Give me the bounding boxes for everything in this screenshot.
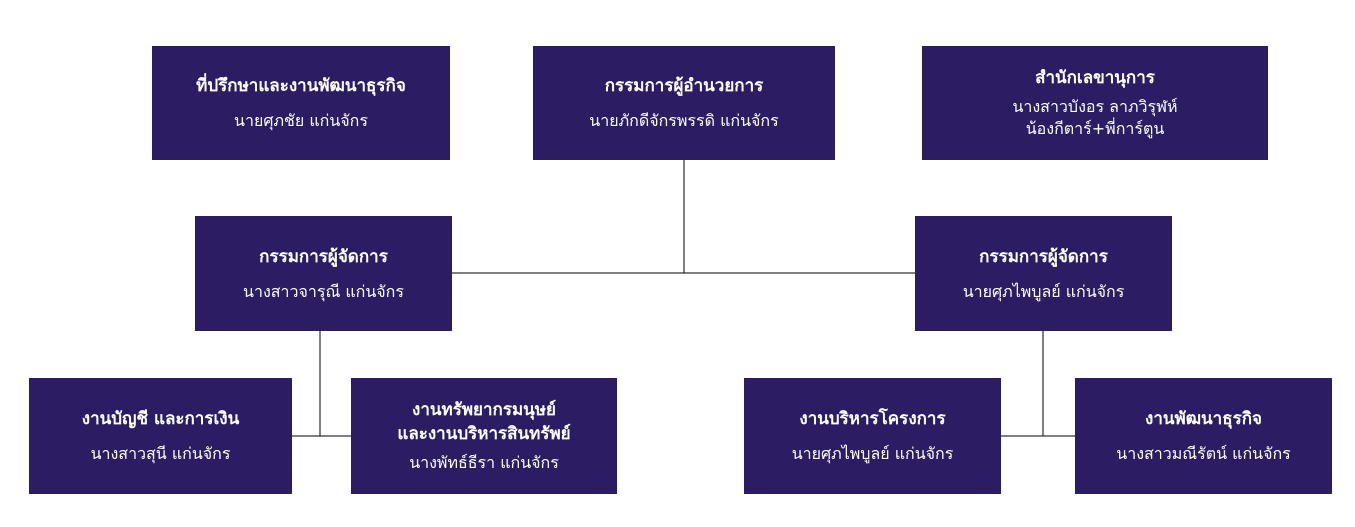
bizdev-name: นางสาวมณีรัตน์ แก่นจักร	[1116, 444, 1291, 463]
advisor-box: ที่ปรึกษาและงานพัฒนาธุรกิจ นายศุภชัย แก่…	[152, 46, 450, 160]
director-title: กรรมการผู้อำนวยการ	[604, 76, 764, 96]
hr-title-line-2: และงานบริหารสินทรัพย์	[397, 424, 571, 444]
secretary-box: สำนักเลขานุการ นางสาวบังอร ลาภวิรุฬห์ น้…	[922, 46, 1268, 160]
bizdev-box: งานพัฒนาธุรกิจ นางสาวมณีรัตน์ แก่นจักร	[1075, 378, 1332, 494]
secretary-name-2: น้องกีตาร์+พี่การ์ตูน	[1025, 119, 1165, 138]
hr-name: นางพัทธ์ธีรา แก่นจักร	[409, 453, 559, 472]
hr-box: งานทรัพยากรมนุษย์ และงานบริหารสินทรัพย์ …	[351, 378, 617, 494]
md-right-name: นายศุภไพบูลย์ แก่นจักร	[962, 281, 1125, 301]
md-left-name: นางสาวจารุณี แก่นจักร	[243, 281, 404, 301]
md-right-box: กรรมการผู้จัดการ นายศุภไพบูลย์ แก่นจักร	[915, 216, 1172, 331]
secretary-name: นางสาวบังอร ลาภวิรุฬห์	[1012, 97, 1178, 116]
projects-title: งานบริหารโครงการ	[799, 409, 946, 429]
projects-box: งานบริหารโครงการ นายศุภไพบูลย์ แก่นจักร	[744, 378, 1001, 494]
secretary-title: สำนักเลขานุการ	[1035, 68, 1155, 88]
md-right-title: กรรมการผู้จัดการ	[979, 246, 1108, 267]
accounting-title: งานบัญชี และการเงิน	[81, 409, 240, 429]
bizdev-title: งานพัฒนาธุรกิจ	[1145, 409, 1262, 429]
md-left-title: กรรมการผู้จัดการ	[259, 246, 388, 267]
director-name: นายภักดีจักรพรรดิ แก่นจักร	[589, 111, 779, 130]
accounting-name: นางสาวสุนี แก่นจักร	[90, 444, 231, 463]
advisor-name: นายศุภชัย แก่นจักร	[234, 111, 368, 130]
md-left-box: กรรมการผู้จัดการ นางสาวจารุณี แก่นจักร	[195, 216, 452, 331]
projects-name: นายศุภไพบูลย์ แก่นจักร	[791, 444, 954, 463]
hr-title-line-1: งานทรัพยากรมนุษย์	[412, 400, 556, 420]
advisor-title: ที่ปรึกษาและงานพัฒนาธุรกิจ	[196, 76, 406, 96]
accounting-box: งานบัญชี และการเงิน นางสาวสุนี แก่นจักร	[29, 378, 292, 494]
director-box: กรรมการผู้อำนวยการ นายภักดีจักรพรรดิ แก่…	[533, 46, 835, 160]
